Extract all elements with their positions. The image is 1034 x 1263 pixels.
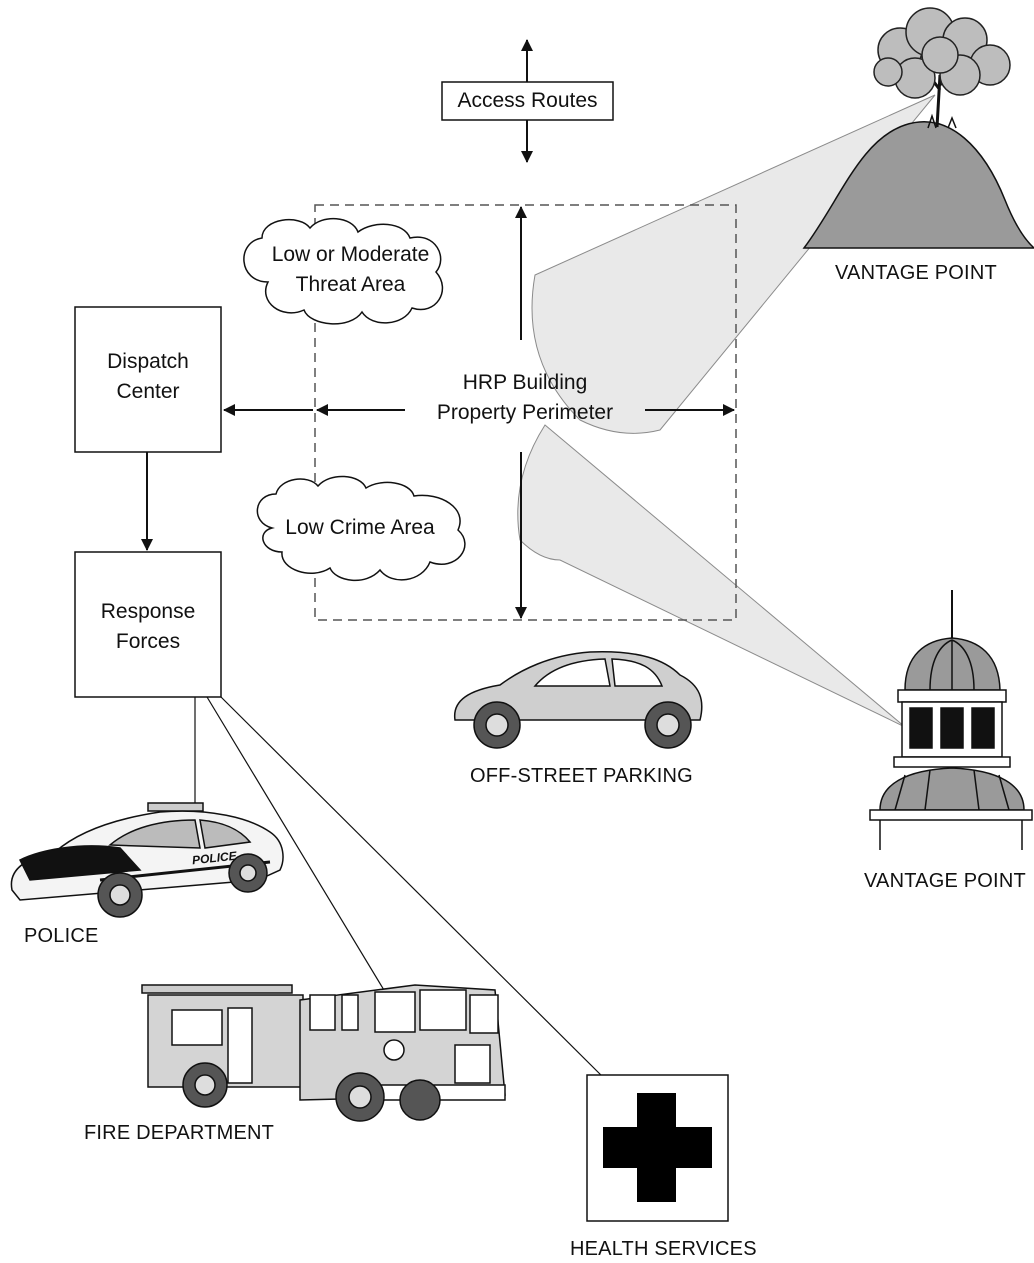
access-routes-box [441,81,614,121]
threat-area-line2: Threat Area [295,273,406,296]
health-services-label: HEALTH SERVICES [570,1238,757,1260]
dispatch-line1: Dispatch [107,350,189,373]
dispatch-center-label: Dispatch Center [75,347,221,407]
crime-area-label: Low Crime Area [285,516,435,539]
fire-department-label: FIRE DEPARTMENT [84,1122,275,1144]
parking-car-illustration [454,651,703,749]
police-label: POLICE [24,925,99,947]
perimeter-label: HRP Building Property Perimeter [400,368,650,428]
health-cross-icon [603,1093,712,1202]
threat-area-cloud [243,217,443,325]
vantage-point-hill-label: VANTAGE POINT [835,262,997,284]
threat-area-label: Low or Moderate Threat Area [248,240,453,300]
dome-building-illustration [869,590,1033,850]
access-routes-label: Access Routes [457,89,598,112]
health-connector [220,696,619,1093]
dispatch-line2: Center [116,380,180,403]
fire-truck-illustration [141,984,506,1122]
hill-sight-cone [531,94,936,434]
response-line2: Forces [115,630,181,653]
perimeter-line2: Property Perimeter [436,401,614,424]
police-car-illustration [10,802,284,918]
threat-area-line1: Low or Moderate [271,243,430,266]
perimeter-line1: HRP Building [462,371,588,394]
dispatch-center-box [74,306,222,453]
dome-sight-cone [517,424,906,728]
response-line1: Response [100,600,196,623]
property-perimeter-box [314,204,737,621]
parking-label: OFF-STREET PARKING [470,765,693,787]
response-forces-box [74,551,222,698]
fire-connector [206,696,394,1006]
vantage-point-dome-label: VANTAGE POINT [864,870,1026,892]
hill-vantage-illustration [802,7,1034,249]
response-forces-label: Response Forces [75,597,221,657]
crime-area-cloud [256,475,466,582]
